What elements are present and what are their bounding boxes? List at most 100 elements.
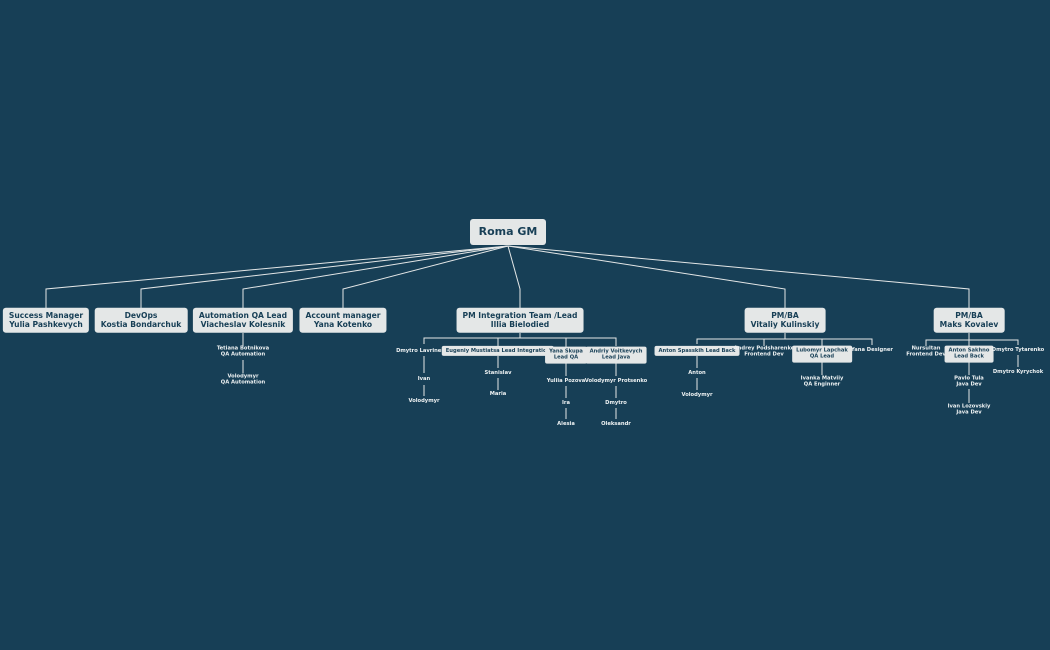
node-dmytro: Dmytro: [605, 400, 627, 406]
node-label-line: Dmytro Kyrychok: [992, 368, 1044, 375]
node-oleksandr: Oleksandr: [601, 421, 631, 427]
node-label-line: QA Enginner: [803, 382, 841, 388]
node-volodymyr-b: Volodymyr: [681, 392, 712, 398]
node-label-line: Andriy Voitkevych: [589, 348, 643, 355]
node-label-line: Lead Java: [601, 355, 631, 361]
connector-line: [507, 245, 786, 308]
node-label-line: Ivanka Matviiy: [800, 375, 844, 382]
node-label-line: Volodymyr: [681, 391, 713, 398]
node-label-line: QA Automation: [220, 352, 266, 358]
connector-line: [507, 245, 970, 308]
connector-line: [925, 339, 1019, 346]
node-label-line: Kostia Bondarchuk: [100, 320, 182, 329]
node-label-line: Stanislav: [484, 369, 512, 376]
node-volodymyr-protsenko: Volodymyr Protsenko: [585, 378, 647, 384]
node-alesia: Alesia: [557, 421, 575, 427]
node-label-line: Java Dev: [956, 410, 982, 416]
node-label-line: Volodymyr Protsenko: [584, 377, 648, 384]
node-label-line: Frontend Dev: [744, 352, 784, 358]
node-label-line: Anton: [688, 369, 706, 376]
connector-line: [507, 245, 521, 308]
node-label-line: Alesia: [557, 420, 575, 427]
node-dmytro-kyrychok: Dmytro Kyrychok: [993, 369, 1043, 375]
node-label-line: Dmytro: [605, 399, 627, 406]
node-label-line: Ivan: [417, 375, 431, 382]
node-label-line: Roma GM: [478, 225, 538, 239]
node-label-line: Viacheslav Kolesnik: [200, 320, 286, 329]
node-label-line: Automation QA Lead: [198, 310, 288, 320]
node-label-line: Yana Designer: [851, 346, 893, 353]
node-label-line: QA Lead: [809, 354, 835, 360]
node-label-line: Pavlo Tula: [954, 375, 984, 382]
node-label-line: Ivan Lozovskiy: [947, 403, 991, 410]
node-label-line: Success Manager: [8, 310, 84, 320]
node-label-line: Yulia Pashkevych: [9, 320, 83, 329]
node-label-line: Tetiana Botnikova: [216, 345, 270, 352]
node-label-line: PM/BA: [955, 310, 983, 320]
node-label-line: Dmytro Lavrinenko: [396, 347, 452, 354]
node-yuliia-pozova: Yuliia Pozova: [547, 378, 586, 384]
connector-line: [45, 245, 509, 308]
node-dmytro-tytarenko: Dmytro Tytarenko: [992, 347, 1044, 353]
node-label-line: Frontend Dev: [906, 352, 946, 358]
node-label-line: Lead Back: [954, 354, 984, 360]
node-eugeniy-mustiatsa: Eugeniy Mustiatsa Lead Integration: [441, 345, 555, 357]
connector-line: [423, 337, 617, 346]
connector-line: [696, 338, 873, 345]
node-label-line: QA Automation: [220, 380, 266, 386]
node-stanislav: Stanislav: [485, 370, 512, 376]
node-label-line: Java Dev: [956, 382, 982, 388]
node-label-line: Yuliia Pozova: [546, 377, 586, 384]
node-label-line: Vitaliy Kulinskiy: [750, 320, 820, 329]
node-label-line: Illia Bielodied: [490, 320, 550, 329]
node-label-line: Dmytro Tytarenko: [991, 346, 1045, 353]
node-label-line: Lubomyr Lapchak: [796, 347, 848, 354]
node-label-line: Anton Sakhno: [948, 347, 990, 354]
node-label-line: Yana Kotenko: [313, 320, 373, 329]
node-label-line: Andrey Podsharenko: [733, 345, 795, 352]
node-anton-spasskih: Anton Spasskih Lead Back: [654, 345, 740, 357]
node-label-line: Nursultan: [911, 345, 941, 352]
node-label-line: Eugeniy Mustiatsa Lead Integration: [445, 347, 551, 354]
node-yana-designer: Yana Designer: [851, 347, 893, 353]
node-label-line: PM/BA: [771, 310, 799, 320]
node-label-line: Yana Skupa: [549, 348, 583, 355]
node-label-line: Volodymyr: [227, 373, 259, 380]
connector-line: [140, 245, 509, 308]
node-ivan: Ivan: [418, 376, 431, 382]
node-label-line: PM Integration Team /Lead: [462, 310, 578, 320]
node-maria: Maria: [490, 391, 507, 397]
node-label-line: Ira: [562, 399, 570, 406]
node-ira: Ira: [562, 400, 570, 406]
node-dmytro-lavrinenko: Dmytro Lavrinenko: [396, 348, 452, 354]
connector-line: [342, 245, 509, 308]
node-label-line: Oleksandr: [601, 420, 631, 427]
node-label-line: Maks Kovalev: [939, 320, 999, 329]
connector-line: [242, 245, 509, 308]
node-label-line: DevOps: [124, 310, 158, 320]
node-volodymyr-a: Volodymyr: [408, 398, 439, 404]
node-anton: Anton: [688, 370, 705, 376]
node-roma-gm: Roma GM: [470, 219, 546, 245]
node-label-line: Maria: [489, 390, 507, 397]
node-label-line: Lead QA: [553, 355, 579, 361]
